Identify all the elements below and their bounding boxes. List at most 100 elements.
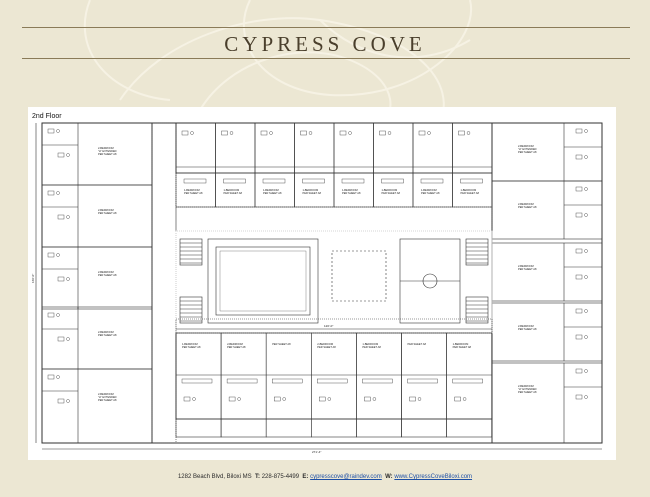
north-unit-5-bath-toilet <box>348 131 352 135</box>
south-unit-2-bath-fixture <box>228 396 236 402</box>
west-unit-3-bath-toilet <box>56 253 60 257</box>
east-unit-1-bath2-fixture <box>575 154 583 160</box>
court-center-circle <box>422 273 438 289</box>
east-unit-3 <box>491 242 603 302</box>
south-unit-4-bath-fixture <box>319 396 326 402</box>
north-unit-3-bath-fixture <box>260 130 268 136</box>
courtyard-zone <box>175 230 493 334</box>
west-unit-1-bath2-fixture <box>57 152 65 158</box>
west-unit-2-bath2-toilet <box>66 215 70 219</box>
floor-label: 2nd Floor <box>32 113 62 120</box>
south-unit-7-kitchen <box>452 378 483 384</box>
west-unit-1-bath-toilet <box>56 129 60 133</box>
north-unit-1-bath-toilet <box>190 131 194 135</box>
north-unit-8-bath-toilet <box>466 131 471 135</box>
east-unit-3-bath-fixture <box>575 248 583 254</box>
west-corridor <box>151 122 177 444</box>
north-unit-6-bath-toilet <box>387 131 392 135</box>
stair-se <box>465 296 489 324</box>
footer-web-link[interactable]: www.CypressCoveBiloxi.com <box>394 474 473 480</box>
south-unit-2-kitchen <box>226 378 258 384</box>
west-unit-4-bath2-fixture <box>57 336 65 342</box>
pool <box>215 246 311 316</box>
west-unit-5-bath2-fixture <box>57 398 65 404</box>
south-unit-7-bath-fixture <box>454 396 461 402</box>
stair-sw <box>179 296 203 324</box>
east-unit-4-bath2-toilet <box>584 335 588 339</box>
west-unit-3-bath-fixture <box>47 252 55 258</box>
footer-phone: 228-875-4499 <box>261 474 300 480</box>
east-unit-4-bath2-fixture <box>575 334 583 340</box>
north-unit-2-kitchen <box>223 178 246 184</box>
west-unit-5-bath-fixture <box>47 374 55 380</box>
south-unit-1-bath-toilet <box>192 397 196 401</box>
east-unit-3-bath2-toilet <box>584 275 588 279</box>
east-unit-5-bath-fixture <box>575 368 583 374</box>
west-unit-1-bath2-toilet <box>66 153 70 157</box>
south-unit-3-bath-fixture <box>273 396 281 402</box>
footer-contact: 1282 Beach Blvd, Biloxi MS T: 228-875-44… <box>0 474 650 480</box>
footer-address: 1282 Beach Blvd, Biloxi MS <box>177 474 252 480</box>
east-unit-4 <box>491 302 603 362</box>
south-unit-3-bath-toilet <box>282 397 286 401</box>
east-unit-5-bath-toilet <box>584 369 588 373</box>
footer-email-label: E: <box>302 474 309 480</box>
south-unit-5-bath-fixture <box>364 396 371 402</box>
south-unit-1-kitchen <box>181 378 213 384</box>
stair-ne <box>465 238 489 266</box>
east-unit-1 <box>491 122 603 182</box>
north-unit-7-kitchen <box>420 178 444 184</box>
south-unit-6-bath-toilet <box>417 397 422 401</box>
north-unit-5-bath-fixture <box>339 130 347 136</box>
south-unit-7-bath-toilet <box>462 397 467 401</box>
north-unit-4-bath-fixture <box>300 130 307 136</box>
brand-title: CYPRESS COVE <box>224 32 426 56</box>
west-unit-5 <box>41 368 153 444</box>
north-unit-4-bath-toilet <box>308 131 313 135</box>
dimension-height-left: 160'-0" <box>31 274 35 283</box>
south-unit-6-bath-fixture <box>409 396 416 402</box>
east-unit-2-bath2-fixture <box>575 212 583 218</box>
west-unit-5-bath-toilet <box>56 375 60 379</box>
north-unit-2-bath-toilet <box>229 131 234 135</box>
dimension-courtyard: 120'-0" <box>324 324 333 328</box>
south-unit-6-kitchen <box>407 378 438 384</box>
north-unit-5-kitchen <box>341 178 365 184</box>
dimension-width-bottom: 271'-4" <box>312 450 321 454</box>
east-unit-2-bath-toilet <box>584 187 588 191</box>
north-unit-8-bath-fixture <box>458 130 465 136</box>
east-unit-5-bath2-toilet <box>584 395 588 399</box>
stair-nw <box>179 238 203 266</box>
north-unit-6-kitchen <box>381 178 404 184</box>
north-unit-1-kitchen <box>183 178 207 184</box>
south-unit-1-bath-fixture <box>183 396 191 402</box>
east-unit-5 <box>491 362 603 444</box>
west-unit-2-bath-fixture <box>47 190 55 196</box>
footer-phone-label: T: <box>255 474 261 480</box>
south-corridor <box>175 318 493 334</box>
east-unit-4-bath-fixture <box>575 308 583 314</box>
north-unit-1-bath-fixture <box>181 130 189 136</box>
south-unit-5-bath-toilet <box>372 397 377 401</box>
south-unit-3-label: PER SHEET A8 <box>272 342 291 346</box>
footer-email-link[interactable]: cypresscove@raindev.com <box>310 474 382 480</box>
west-unit-3-bath2-fixture <box>57 276 65 282</box>
east-unit-1-bath-toilet <box>584 129 588 133</box>
east-unit-3-bath-toilet <box>584 249 588 253</box>
east-unit-3-bath2-fixture <box>575 274 583 280</box>
pool-inner <box>219 250 307 312</box>
